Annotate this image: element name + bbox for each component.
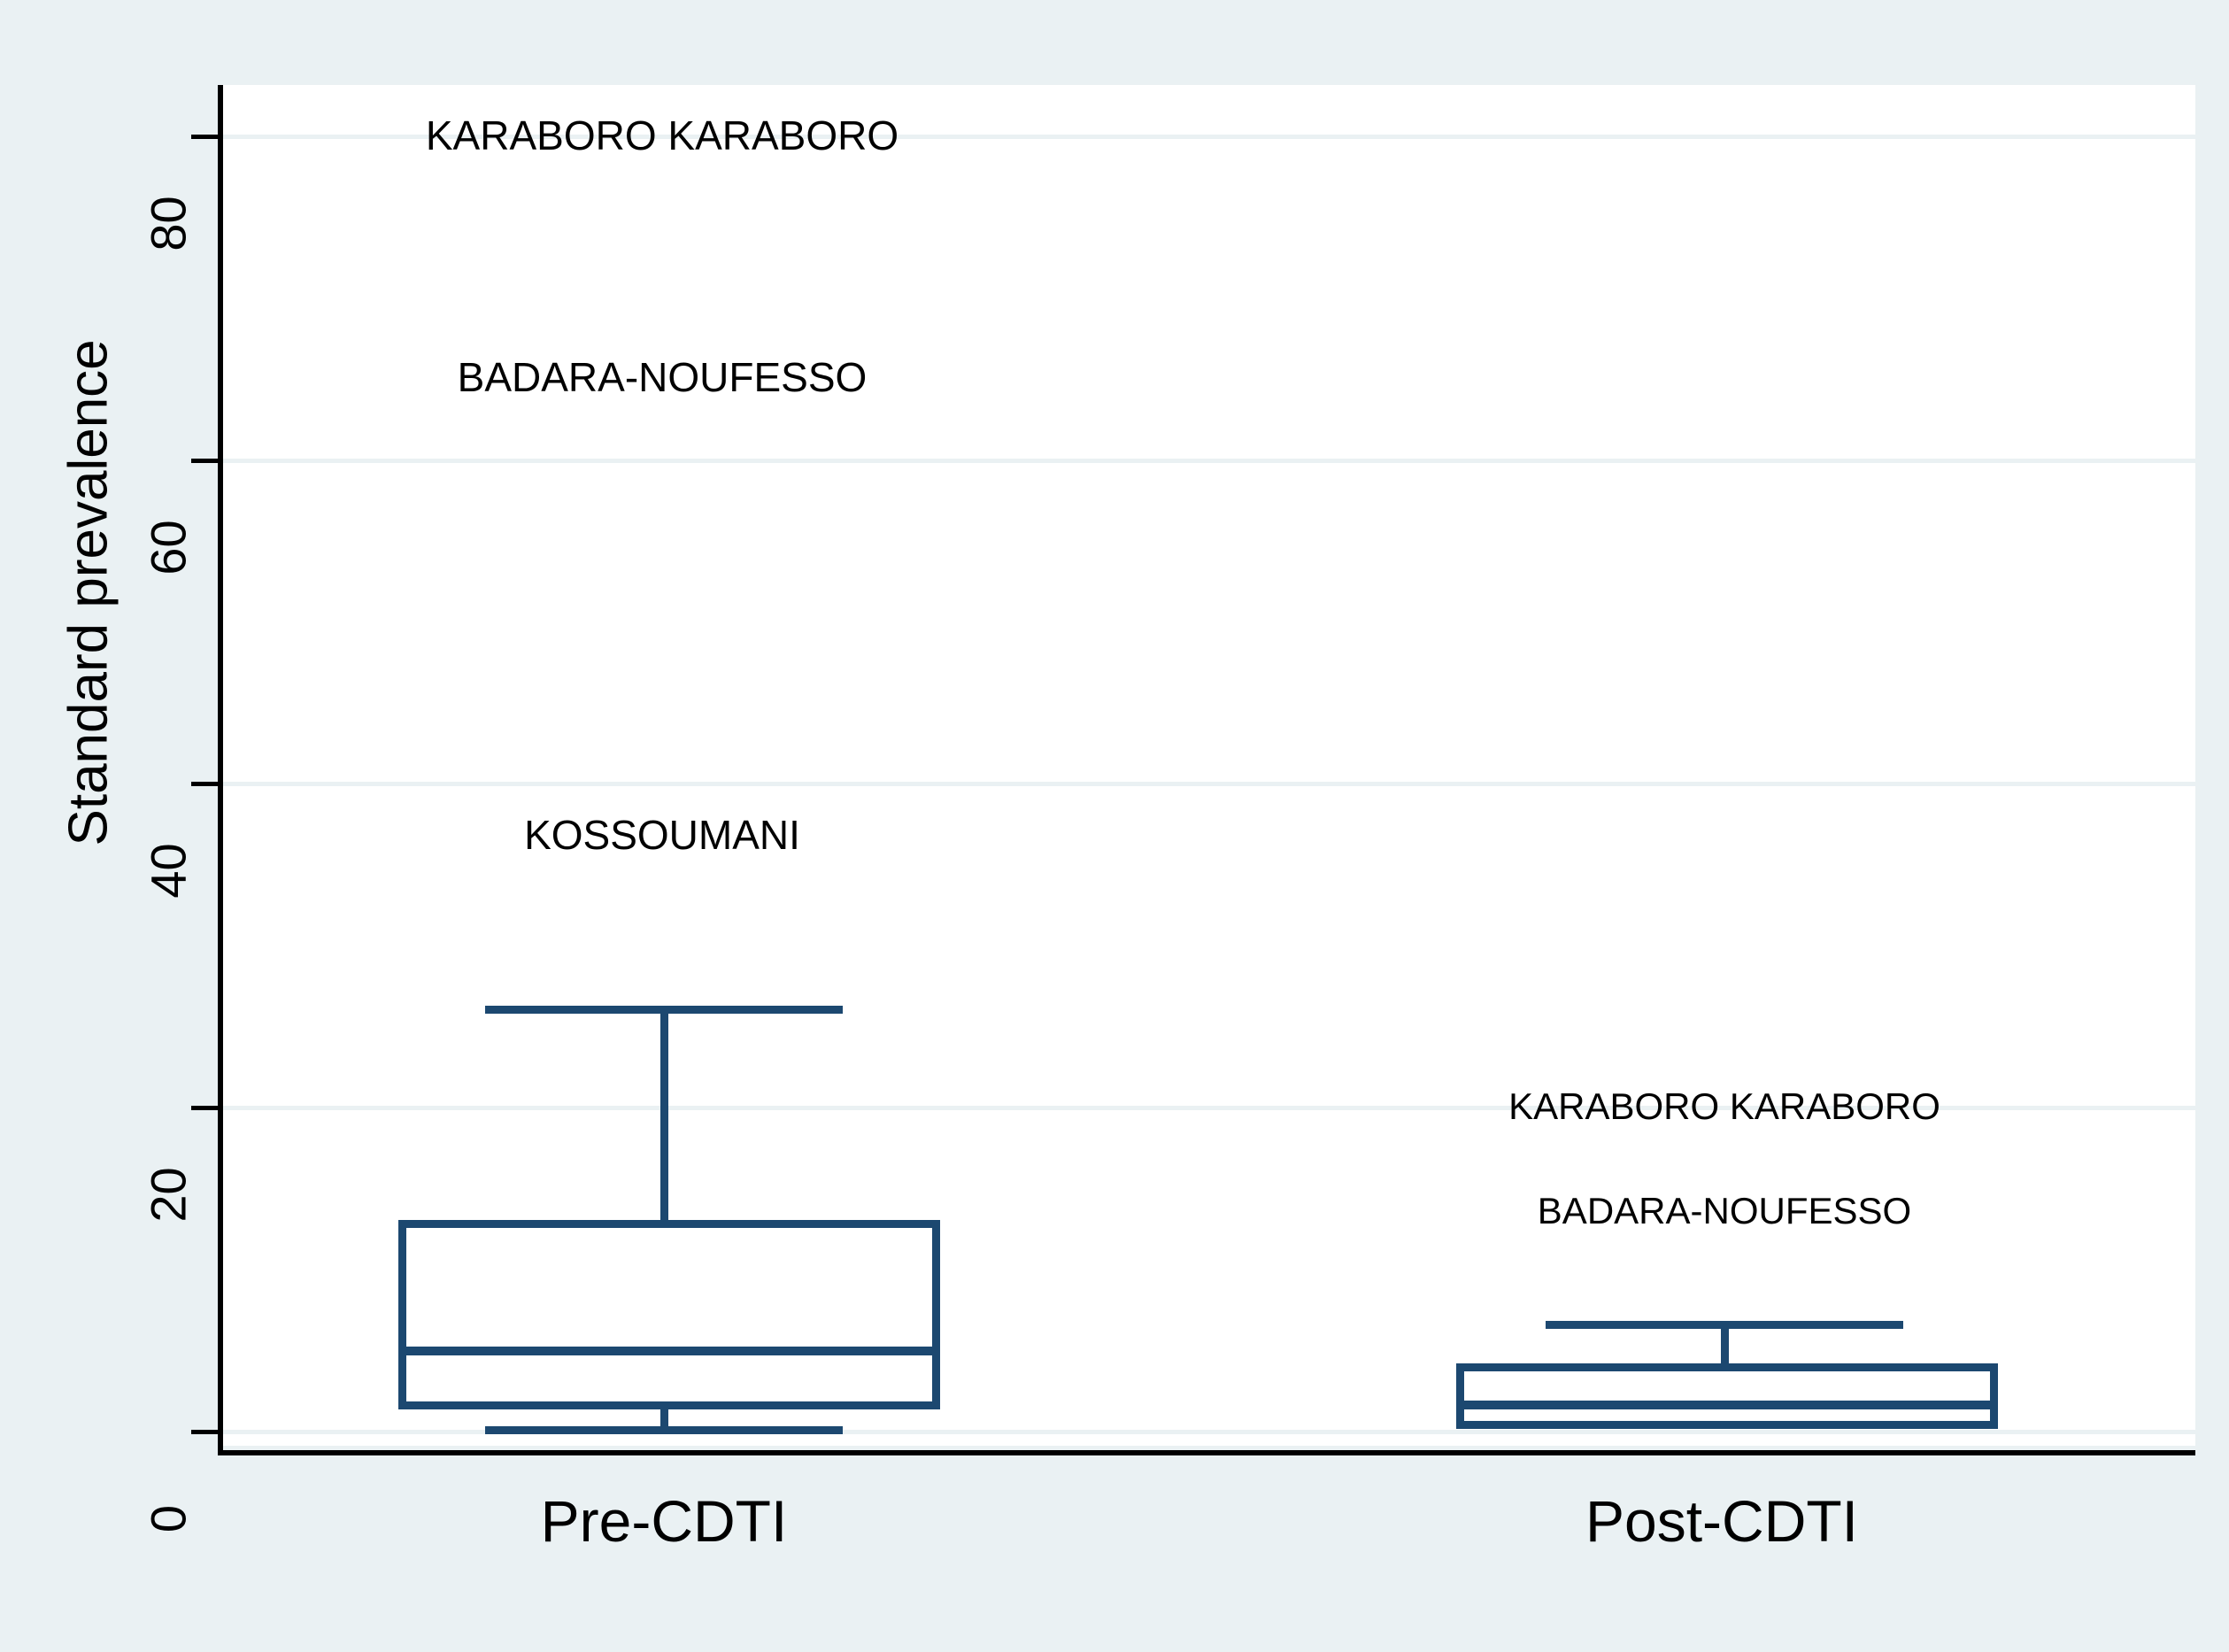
y-tick-mark-60 bbox=[191, 459, 218, 463]
x-tick-label-post-cdti: Post-CDTI bbox=[1585, 1488, 1859, 1554]
y-axis-title: Standard prevalence bbox=[58, 339, 120, 846]
y-tick-label-60: 60 bbox=[140, 520, 197, 575]
outlier-label-pre-karaboro-karaboro: KARABORO KARABORO bbox=[425, 112, 899, 158]
y-tick-label-80: 80 bbox=[140, 196, 197, 251]
post-cdti-box-top bbox=[1456, 1363, 1998, 1371]
y-tick-label-0: 0 bbox=[140, 1504, 197, 1533]
y-tick-label-20: 20 bbox=[140, 1167, 197, 1223]
outlier-label-post-karaboro-karaboro: KARABORO KARABORO bbox=[1508, 1085, 1940, 1127]
y-axis-line bbox=[218, 85, 223, 1455]
y-tick-mark-40 bbox=[191, 782, 218, 786]
post-cdti-box-bottom bbox=[1456, 1421, 1998, 1429]
outlier-label-pre-kossoumani: KOSSOUMANI bbox=[524, 812, 800, 858]
y-tick-mark-20 bbox=[191, 1106, 218, 1110]
pre-cdti-box-bottom bbox=[398, 1401, 940, 1409]
post-cdti-median-line bbox=[1456, 1401, 1998, 1409]
pre-cdti-box-right bbox=[932, 1220, 940, 1409]
post-cdti-box-right bbox=[1990, 1363, 1998, 1429]
pre-cdti-box-left bbox=[398, 1220, 406, 1409]
y-tick-mark-80 bbox=[191, 135, 218, 139]
y-tick-mark-0 bbox=[191, 1430, 218, 1434]
x-axis-line bbox=[218, 1450, 2195, 1455]
pre-cdti-median-line bbox=[398, 1347, 940, 1355]
gridline-20 bbox=[220, 1106, 2195, 1110]
pre-cdti-box-top bbox=[398, 1220, 940, 1228]
post-cdti-upper-whisker-stem bbox=[1721, 1324, 1729, 1365]
y-tick-label-40: 40 bbox=[140, 843, 197, 899]
gridline-0 bbox=[220, 1430, 2195, 1434]
x-tick-label-pre-cdti: Pre-CDTI bbox=[540, 1488, 788, 1554]
outlier-label-pre-badara-noufesso: BADARA-NOUFESSO bbox=[457, 354, 868, 400]
pre-cdti-lower-whisker-stem bbox=[660, 1406, 668, 1431]
plot-area: KARABORO KARABORO BADARA-NOUFESSO KOSSOU… bbox=[220, 85, 2195, 1446]
outlier-label-post-badara-noufesso: BADARA-NOUFESSO bbox=[1537, 1190, 1912, 1231]
post-cdti-box-left bbox=[1456, 1363, 1464, 1429]
pre-cdti-lower-whisker-cap bbox=[485, 1426, 843, 1434]
pre-cdti-upper-whisker-stem bbox=[660, 1009, 668, 1220]
gridline-80 bbox=[220, 135, 2195, 139]
gridline-40 bbox=[220, 782, 2195, 786]
gridline-60 bbox=[220, 459, 2195, 463]
